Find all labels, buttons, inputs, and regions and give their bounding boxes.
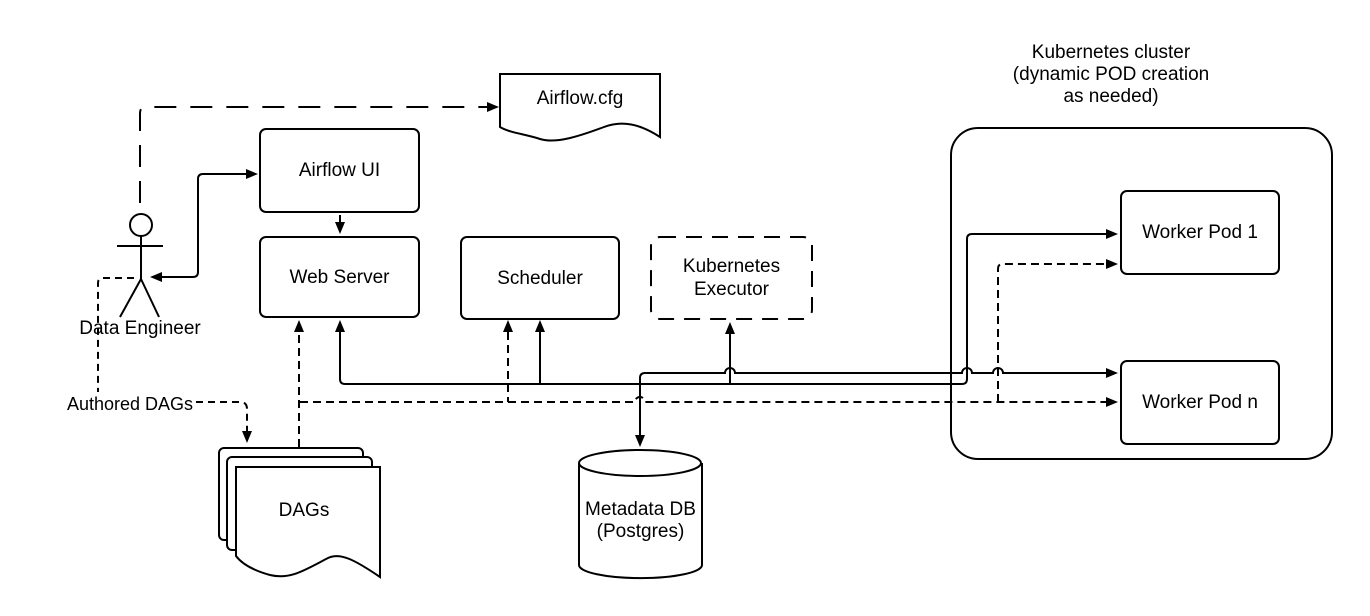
- worker-pod-n-label: Worker Pod n: [1142, 392, 1258, 413]
- edge-dags-to-workerpod1: [997, 263, 1106, 402]
- node-scheduler: Scheduler: [460, 236, 620, 320]
- node-kubernetes-executor: Kubernetes Executor: [650, 236, 813, 320]
- arrowheads: [150, 102, 1118, 447]
- dags-sheet-front: [235, 466, 381, 579]
- node-web-server: Web Server: [259, 236, 420, 318]
- edge-engineer-airflow-ui: [162, 173, 246, 278]
- data-engineer-label: Data Engineer: [79, 318, 201, 339]
- dags-label: DAGs: [278, 500, 330, 521]
- metadata-db-label: Metadata DB (Postgres): [579, 499, 702, 543]
- cluster-title-line3: as needed): [1063, 86, 1159, 107]
- edge-metadatadb-to-workerpodn: [639, 367, 1106, 435]
- edge-dags-to-workerpodn: [300, 396, 1106, 403]
- kubernetes-executor-border: [650, 236, 813, 320]
- web-server-label: Web Server: [289, 266, 390, 288]
- cluster-title-line2: (dynamic POD creation: [1012, 64, 1210, 85]
- kubernetes-cluster-container: [950, 127, 1333, 460]
- metadata-db-body: [578, 463, 703, 580]
- kubernetes-cluster-title: Kubernetes cluster (dynamic POD creation…: [961, 42, 1261, 108]
- data-engineer-figure: [117, 213, 163, 318]
- node-worker-pod-1: Worker Pod 1: [1120, 190, 1280, 275]
- metadata-db-top: [578, 449, 702, 477]
- edge-bus-to-workerpod1: [339, 233, 1106, 385]
- airflow-ui-label: Airflow UI: [298, 160, 381, 181]
- airflow-cfg-shape: [499, 73, 661, 142]
- scheduler-label: Scheduler: [497, 267, 583, 289]
- authored-dags-label: Authored DAGs: [66, 394, 194, 414]
- airflow-cfg-label: Airflow.cfg: [536, 88, 624, 109]
- edge-engineer-to-airflowcfg: [139, 106, 487, 203]
- worker-pod-1-label: Worker Pod 1: [1142, 222, 1258, 243]
- kubernetes-executor-label: Kubernetes Executor: [682, 256, 781, 300]
- metadata-db-subtitle: (Postgres): [596, 521, 685, 542]
- edge-engineer-to-authoreddags: [97, 277, 134, 392]
- cluster-title-line1: Kubernetes cluster: [1031, 42, 1191, 63]
- metadata-db-title: Metadata DB: [585, 499, 696, 520]
- edge-authoreddags-to-dags: [196, 401, 248, 431]
- node-airflow-ui: Airflow UI: [259, 128, 420, 213]
- node-worker-pod-n: Worker Pod n: [1120, 360, 1280, 445]
